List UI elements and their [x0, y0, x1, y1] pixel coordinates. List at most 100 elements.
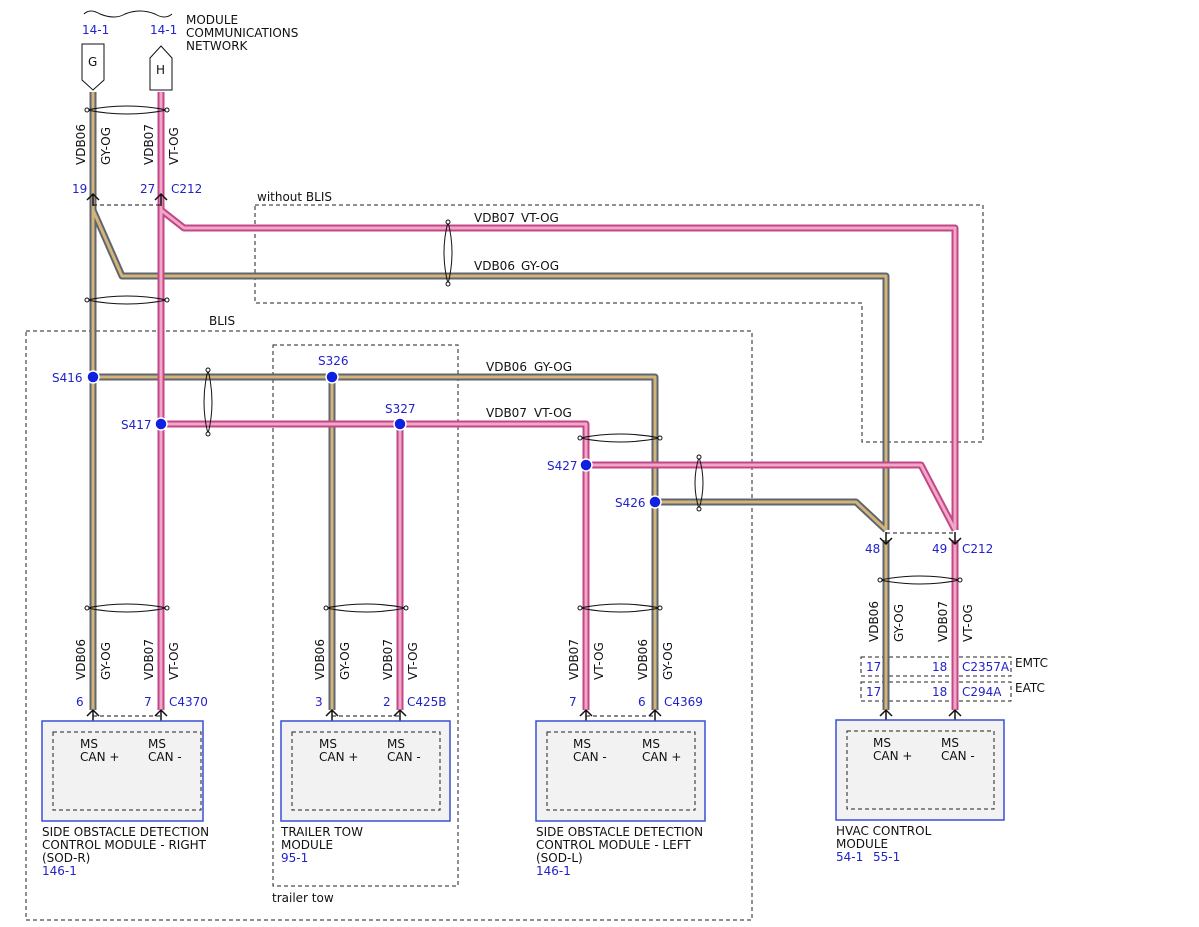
pin-17: 17: [866, 685, 881, 699]
twist-marker: [694, 454, 704, 512]
pin-arrow-icon: [154, 708, 168, 722]
module-box: [41, 720, 204, 822]
wire-color-gy-og: GY-OG: [521, 259, 559, 273]
variant-boxes: [25, 204, 1012, 921]
splice-s327[interactable]: [393, 417, 407, 431]
pin-6: 6: [638, 695, 646, 709]
pin-6: 6: [76, 695, 84, 709]
top-connectors: 14-1 14-1 G H MODULE COMMUNICATIONS NETW…: [81, 10, 298, 91]
pin-arrow-icon: [325, 708, 339, 722]
wire-label-vdb07: VDB07: [474, 211, 515, 225]
gy-og-wire-core: [91, 92, 888, 710]
connector-h-label: H: [156, 63, 165, 77]
module-hvac[interactable]: MS CAN + MS CAN - HVAC CONTROL MODULE 54…: [835, 719, 1005, 864]
module-ref-link[interactable]: 54-1: [836, 850, 863, 864]
c212-hvac-connector: 48 49 C212 17 18 C2357A 17 18 C294A: [865, 532, 1010, 699]
vt-og-wires: [157, 92, 959, 710]
connector-g-ref[interactable]: 14-1: [82, 23, 109, 37]
connector-c212-hvac[interactable]: C212: [962, 542, 993, 556]
bracket: [83, 10, 173, 18]
pin-2: 2: [383, 695, 391, 709]
pin-arrow-icon: [154, 192, 168, 206]
wire-label-vdb06: VDB06: [74, 124, 88, 165]
pin-17: 17: [866, 660, 881, 674]
module-ref-link[interactable]: 95-1: [281, 851, 308, 865]
splices: S416 S417 S326 S327 S427 S426: [52, 354, 662, 510]
module-name: HVAC CONTROL: [836, 824, 932, 838]
module-name: CONTROL MODULE - LEFT: [536, 838, 691, 852]
pin-label: MS: [387, 737, 405, 751]
pin-label: CAN +: [873, 749, 912, 763]
c212-top-connector: 19 27 C212: [72, 182, 202, 206]
wire-color-gy-og: GY-OG: [99, 642, 113, 680]
module-ref-link[interactable]: 146-1: [42, 864, 77, 878]
connector-h-shape: [149, 45, 173, 91]
connector-c425b[interactable]: C425B: [407, 695, 447, 709]
title-line-1: MODULE: [186, 13, 238, 27]
pin-3: 3: [315, 695, 323, 709]
splice-s426[interactable]: [648, 495, 662, 509]
splice-s427[interactable]: [579, 458, 593, 472]
module-name: (SOD-R): [42, 851, 90, 865]
module-sod-l[interactable]: MS CAN - MS CAN + SIDE OBSTACLE DETECTIO…: [535, 720, 706, 878]
connector-c4369[interactable]: C4369: [664, 695, 703, 709]
splice-s416[interactable]: [86, 370, 100, 384]
module-inner-box: [846, 730, 995, 810]
connector-g-shape: [81, 43, 105, 91]
pin-label: MS: [941, 736, 959, 750]
connector-c2357a[interactable]: C2357A: [962, 660, 1010, 674]
pin-48: 48: [865, 542, 880, 556]
twist-marker: [84, 295, 170, 305]
wire-label-vdb07: VDB07: [567, 639, 581, 680]
splice-s326[interactable]: [325, 370, 339, 384]
module-box: [835, 719, 1005, 821]
pin-label: MS: [80, 737, 98, 751]
connector-g-label: G: [88, 55, 97, 69]
splice-label-s327: S327: [385, 402, 416, 416]
wire-label-vdb06: VDB06: [636, 639, 650, 680]
module-name: TRAILER TOW: [280, 825, 363, 839]
twist-marker: [84, 603, 170, 613]
wire-color-gy-og: GY-OG: [892, 604, 906, 642]
twist-marker: [577, 603, 663, 613]
module-trailer-tow[interactable]: MS CAN + MS CAN - TRAILER TOW MODULE 95-…: [280, 720, 451, 865]
variant-trailer-tow: trailer tow: [272, 891, 334, 905]
module-ref-link[interactable]: 146-1: [536, 864, 571, 878]
pin-arrow-icon: [393, 708, 407, 722]
wire-color-vt-og: VT-OG: [167, 642, 181, 680]
pin-label: MS: [148, 737, 166, 751]
pin-7: 7: [569, 695, 577, 709]
splice-label-s427: S427: [547, 459, 578, 473]
title-line-3: NETWORK: [186, 39, 249, 53]
pin-label: CAN +: [80, 750, 119, 764]
connector-c294a[interactable]: C294A: [962, 685, 1002, 699]
wire-color-gy-og: GY-OG: [661, 642, 675, 680]
pin-19: 19: [72, 182, 87, 196]
connector-c4370[interactable]: C4370: [169, 695, 208, 709]
module-name: (SOD-L): [536, 851, 583, 865]
twist-marker: [84, 105, 170, 115]
connector-h-ref[interactable]: 14-1: [150, 23, 177, 37]
module-ref-link[interactable]: 55-1: [873, 850, 900, 864]
pin-7: 7: [144, 695, 152, 709]
splice-s417[interactable]: [154, 417, 168, 431]
wire-color-vt-og: VT-OG: [534, 406, 572, 420]
wire-label-vdb06: VDB06: [867, 601, 881, 642]
twisted-pair-markers: [84, 105, 963, 613]
module-name: MODULE: [836, 837, 888, 851]
twist-marker: [577, 433, 663, 443]
pin-label: MS: [319, 737, 337, 751]
pin-label: MS: [573, 737, 591, 751]
pin-label: MS: [873, 736, 891, 750]
wire-color-vt-og: VT-OG: [961, 604, 975, 642]
module-box: [280, 720, 451, 822]
wire-label-vdb06: VDB06: [474, 259, 515, 273]
twist-marker: [323, 603, 409, 613]
module-box: [535, 720, 706, 822]
wire-label-vdb07: VDB07: [142, 639, 156, 680]
pin-label: CAN -: [573, 750, 607, 764]
vt-og-wire-core: [159, 92, 957, 710]
module-sod-r[interactable]: MS CAN + MS CAN - SIDE OBSTACLE DETECTIO…: [41, 720, 209, 878]
connector-c212-top[interactable]: C212: [171, 182, 202, 196]
wire-label-vdb06: VDB06: [74, 639, 88, 680]
